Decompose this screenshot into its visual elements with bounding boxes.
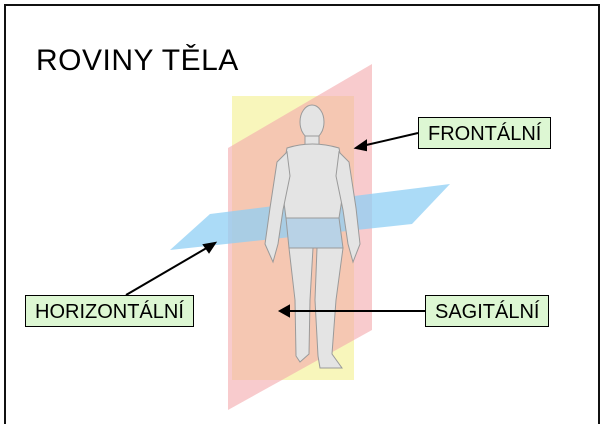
frontal-plane-label: FRONTÁLNÍ	[418, 117, 551, 149]
sagittal-plane-label: SAGITÁLNÍ	[425, 295, 549, 327]
body-planes-illustration	[0, 0, 604, 410]
figure-head	[300, 105, 324, 139]
horizontal-pointer-line	[126, 246, 210, 295]
horizontal-pointer-arrowhead	[204, 243, 215, 252]
figure-pelvis	[286, 218, 343, 248]
horizontal-plane-label: HORIZONTÁLNÍ	[25, 295, 194, 327]
figure-torso	[281, 144, 345, 218]
